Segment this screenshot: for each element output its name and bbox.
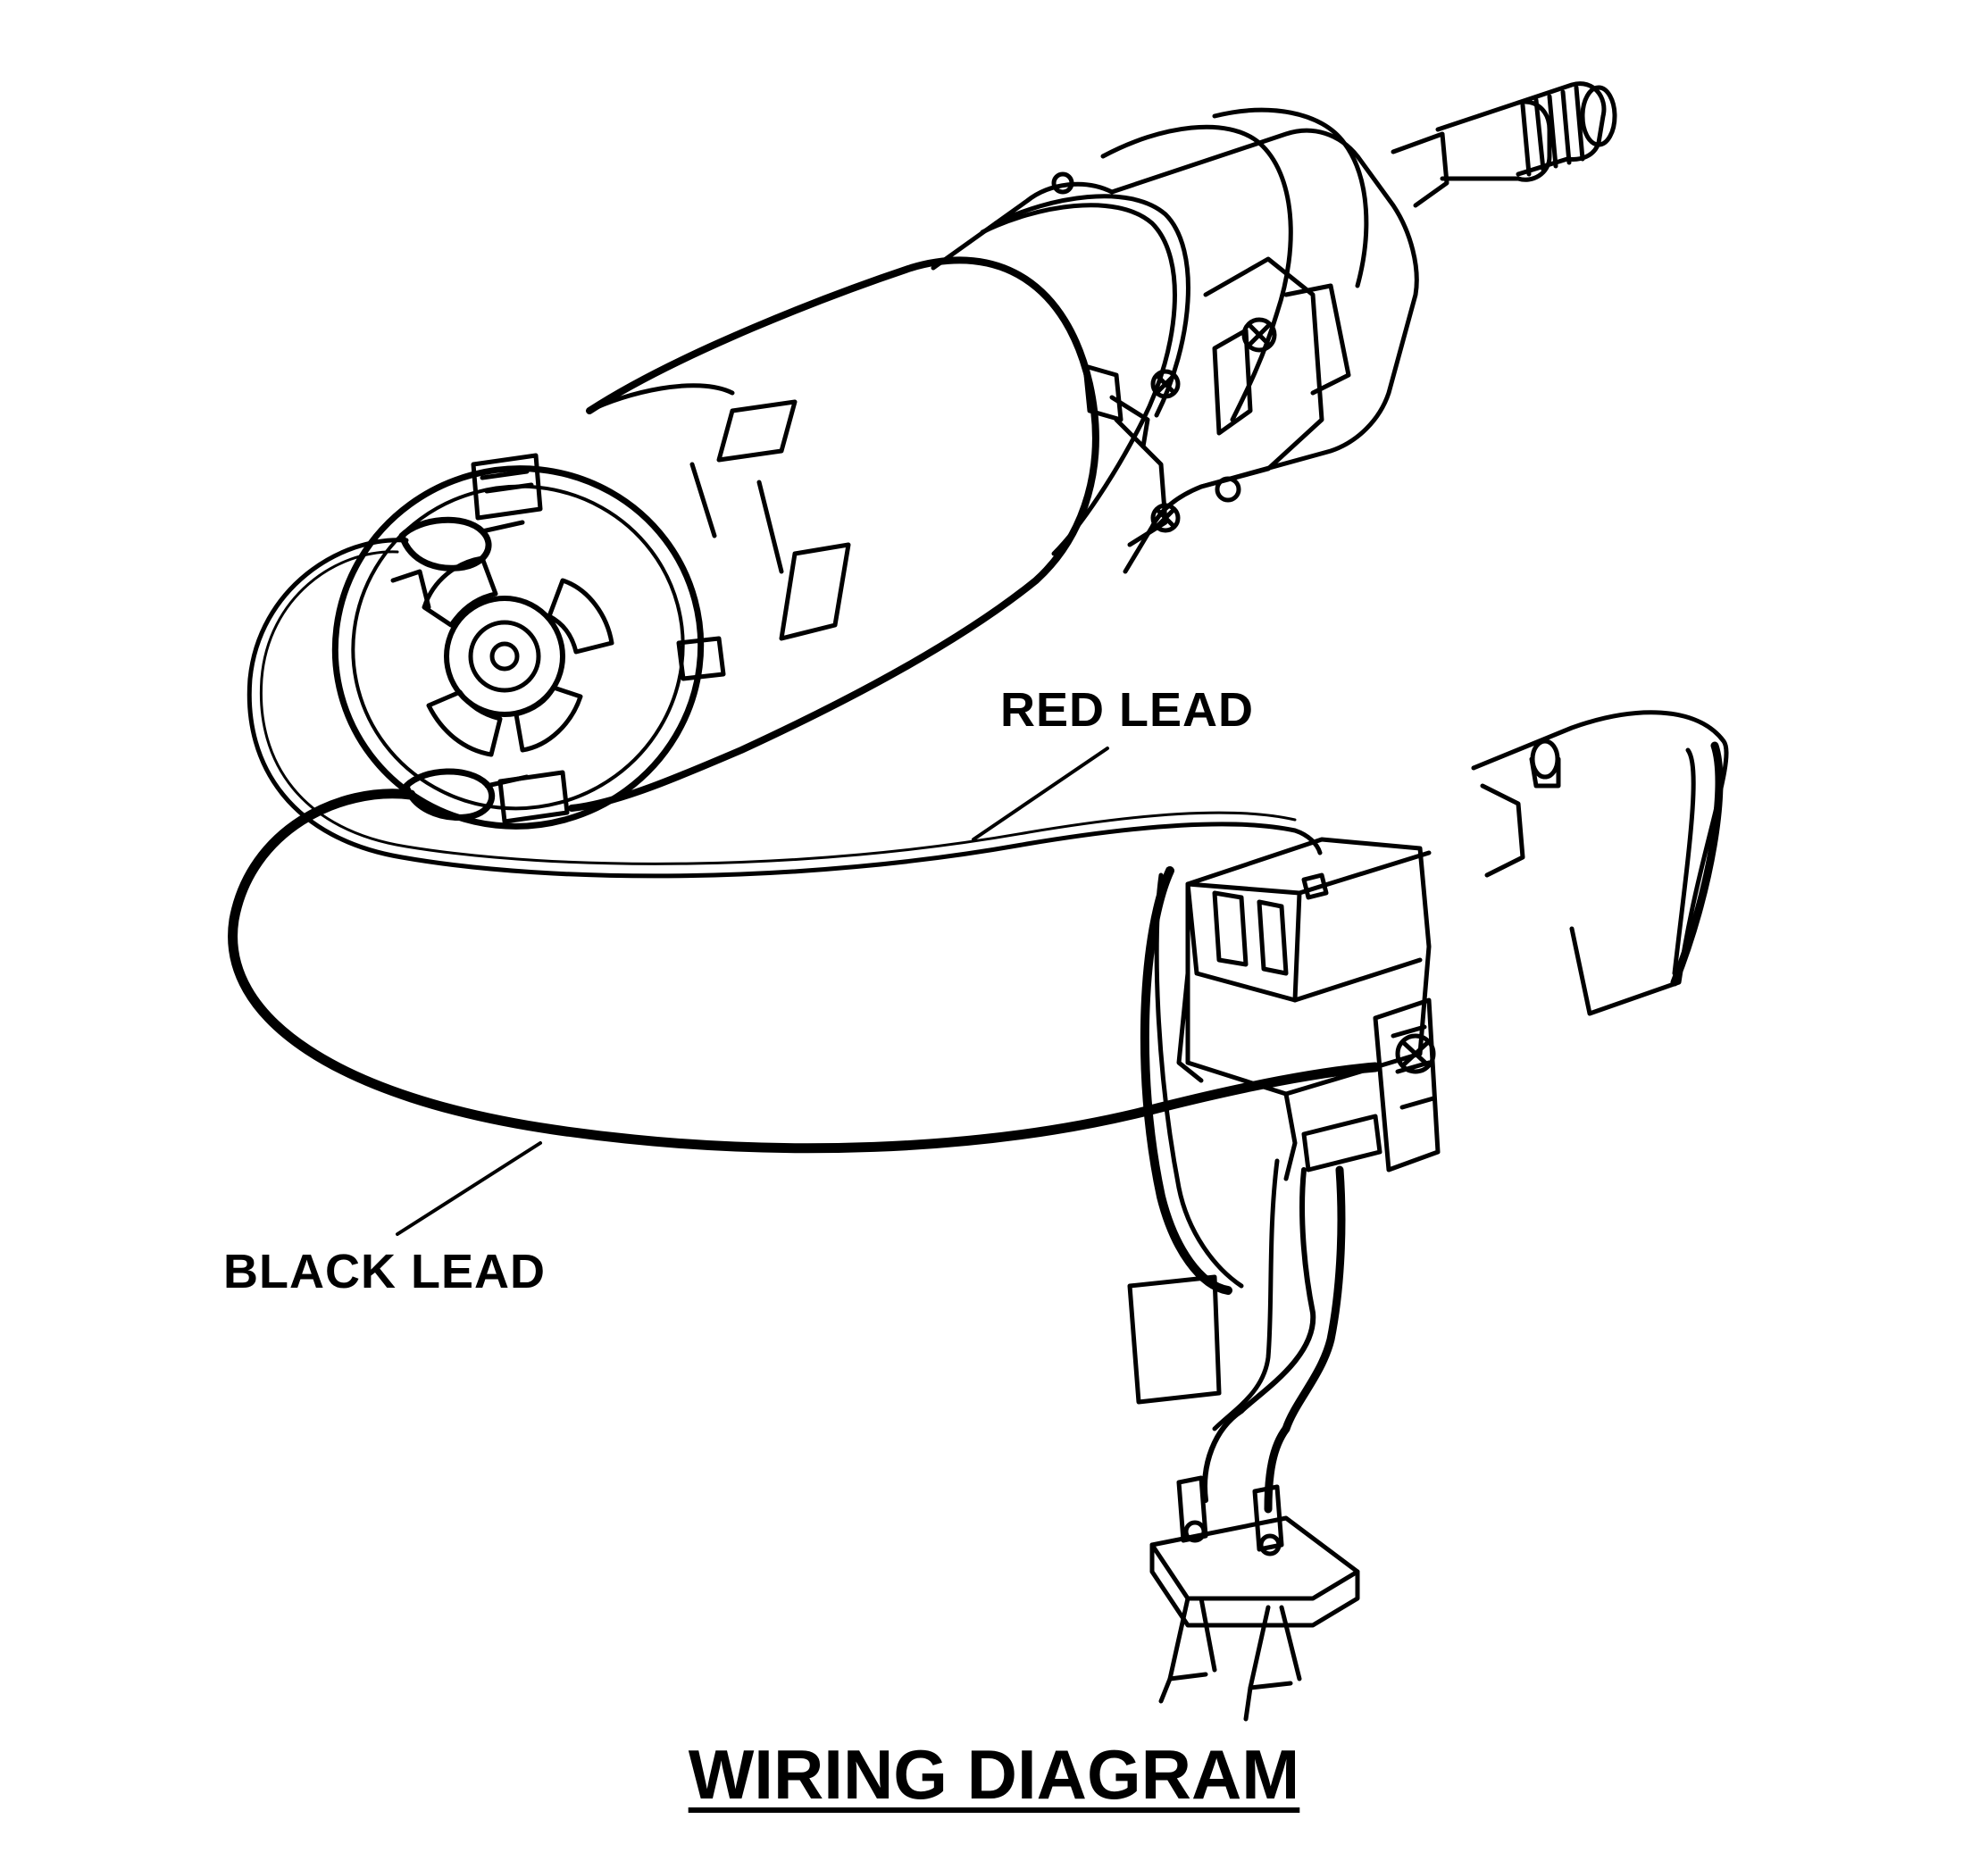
red-lead-label: RED LEAD <box>1000 683 1255 737</box>
black-lead-wire <box>228 789 1381 1154</box>
gearbox <box>931 81 1617 574</box>
switch <box>1127 710 1729 1514</box>
red-lead-wire-inner <box>259 550 1297 865</box>
red-lead-wire <box>246 538 1323 879</box>
red-lead-leader <box>972 747 1109 841</box>
black-lead-label: BLACK LEAD <box>223 1245 546 1298</box>
battery-terminal-block <box>1149 1475 1360 1722</box>
diagram-title: WIRING DIAGRAM <box>688 1735 1300 1814</box>
motor <box>331 256 1099 830</box>
black-lead-leader <box>396 1141 542 1236</box>
